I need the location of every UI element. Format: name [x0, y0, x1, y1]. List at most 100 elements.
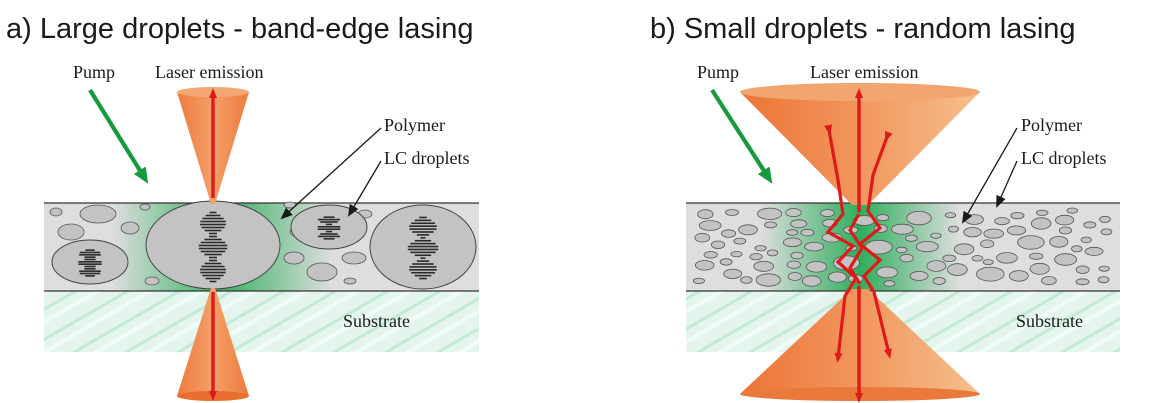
- lc-droplet: [932, 277, 946, 285]
- lc-droplet: [800, 228, 815, 237]
- standing-wave-line: [204, 262, 222, 265]
- lc-droplet: [1055, 214, 1075, 226]
- lc-droplet: [738, 224, 758, 236]
- lc-droplet: [730, 251, 743, 258]
- lc-droplet: [1006, 225, 1027, 236]
- panel-a: a) Large droplets - band-edge lasing Sub…: [6, 13, 479, 401]
- lc-droplet: [948, 225, 959, 233]
- standing-wave-line: [209, 232, 217, 235]
- panel-a-standing-waves: [78, 211, 439, 283]
- standing-wave-line: [409, 266, 437, 268]
- lc-droplet: [766, 249, 779, 257]
- panel-a-lc-label: LC droplets: [384, 148, 470, 168]
- standing-wave-line: [209, 256, 217, 259]
- lc-droplet: [1035, 209, 1049, 216]
- standing-wave-line: [412, 231, 434, 233]
- panel-a-polymer-label: Polymer: [384, 115, 445, 135]
- standing-wave-line: [204, 253, 222, 256]
- standing-wave-line: [84, 258, 96, 261]
- standing-wave-line: [409, 225, 437, 227]
- lc-droplet: [719, 258, 733, 266]
- lc-droplet: [1084, 246, 1104, 256]
- lc-droplet: [828, 271, 848, 283]
- lc-droplet: [786, 260, 801, 269]
- standing-wave-line: [199, 268, 227, 271]
- panel-a-polymer-pointer: [280, 127, 382, 220]
- lc-droplet: [963, 227, 982, 238]
- panel-b: b) Small droplets - random lasing Substr…: [650, 13, 1120, 403]
- lc-droplet: [785, 208, 802, 218]
- lc-droplet: [895, 246, 908, 253]
- standing-wave-line: [204, 238, 222, 241]
- standing-wave-line: [407, 245, 439, 248]
- lc-droplet: [899, 253, 914, 263]
- panel-b-lc-label: LC droplets: [1021, 148, 1107, 168]
- lc-droplet: [1017, 235, 1045, 250]
- standing-wave-line: [79, 272, 101, 275]
- standing-wave-line: [410, 251, 436, 254]
- lc-droplet: [926, 260, 947, 272]
- standing-wave-line: [78, 263, 102, 265]
- lc-droplet: [944, 212, 957, 219]
- panel-b-polymer-label: Polymer: [1021, 115, 1082, 135]
- standing-wave-line: [199, 223, 227, 226]
- lc-droplet: [749, 253, 763, 261]
- standing-wave-line: [201, 265, 225, 268]
- lc-droplet: [721, 229, 737, 238]
- lc-droplet: [891, 223, 914, 235]
- lc-droplet: [883, 280, 896, 287]
- lc-droplet: [930, 232, 942, 239]
- standing-wave-line: [209, 211, 217, 214]
- lc-droplet: [1058, 226, 1072, 235]
- lc-droplet: [971, 255, 984, 262]
- standing-wave-line: [85, 275, 95, 277]
- standing-wave-line: [205, 277, 221, 280]
- panel-a-emission-label: Laser emission: [155, 62, 263, 82]
- lc-droplet: [994, 217, 1010, 226]
- standing-wave-line: [411, 222, 435, 225]
- standing-wave-line: [205, 214, 221, 217]
- panel-a-substrate-label: Substrate: [343, 311, 410, 331]
- lc-droplet: [953, 243, 975, 256]
- standing-wave-line: [204, 229, 222, 232]
- standing-wave-line: [200, 250, 226, 253]
- standing-wave-line: [410, 242, 436, 245]
- lc-droplet: [787, 272, 802, 281]
- standing-wave-line: [209, 259, 217, 262]
- standing-wave-line: [411, 271, 435, 274]
- standing-wave-line: [416, 260, 430, 262]
- standing-wave-line: [202, 217, 224, 220]
- lc-droplet: [1100, 228, 1113, 236]
- standing-wave-line: [200, 271, 226, 274]
- standing-wave-line: [416, 234, 430, 236]
- lc-droplet: [786, 229, 799, 236]
- standing-wave-line: [420, 237, 426, 239]
- standing-wave-line: [323, 238, 335, 240]
- panel-b-random-laser-paths: [824, 124, 893, 363]
- lc-droplet: [942, 254, 957, 262]
- lc-droplet: [782, 237, 802, 248]
- panel-a-lc-pointer: [347, 160, 382, 217]
- panel-b-lc-droplets: [692, 207, 1113, 287]
- standing-wave-line: [419, 277, 427, 280]
- standing-wave-line: [409, 269, 437, 271]
- standing-wave-line: [78, 261, 102, 263]
- lc-droplet: [694, 232, 711, 243]
- panel-b-pump-arrow: [710, 88, 773, 184]
- lc-droplet: [1075, 265, 1090, 274]
- panel-b-polymer-pointer: [962, 127, 1018, 224]
- lc-droplet: [906, 211, 932, 226]
- panel-a-pump-arrow: [88, 88, 149, 184]
- standing-wave-line: [209, 280, 217, 283]
- standing-wave-line: [407, 248, 439, 251]
- lc-droplet: [947, 263, 968, 276]
- standing-wave-line: [412, 263, 434, 265]
- lc-droplet: [755, 273, 781, 287]
- lc-droplet: [1028, 252, 1044, 260]
- lc-droplet: [1075, 278, 1090, 286]
- lc-droplet: [695, 260, 715, 271]
- lc-droplet: [915, 241, 939, 253]
- lc-droplet: [983, 228, 1004, 239]
- panel-a-title: a) Large droplets - band-edge lasing: [6, 13, 474, 45]
